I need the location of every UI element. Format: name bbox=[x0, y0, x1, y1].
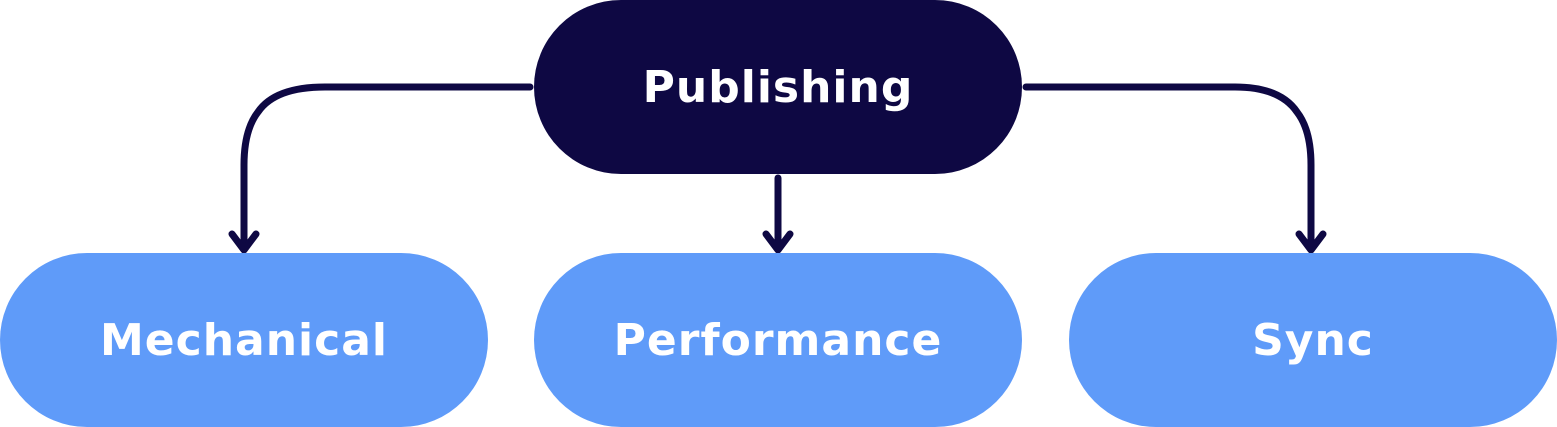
connector-to-mechanical bbox=[240, 83, 534, 252]
node-sync-label: Sync bbox=[1252, 314, 1374, 366]
node-publishing-label: Publishing bbox=[642, 61, 914, 113]
node-mechanical: Mechanical bbox=[0, 253, 488, 427]
node-mechanical-label: Mechanical bbox=[100, 314, 388, 366]
node-performance-label: Performance bbox=[613, 314, 943, 366]
connector-to-sync bbox=[1022, 83, 1315, 252]
node-performance: Performance bbox=[534, 253, 1022, 427]
node-publishing: Publishing bbox=[534, 0, 1022, 174]
node-sync: Sync bbox=[1069, 253, 1557, 427]
arrowhead-sync bbox=[1295, 230, 1327, 254]
arrowhead-performance bbox=[762, 230, 794, 254]
arrowhead-mechanical bbox=[228, 230, 260, 254]
